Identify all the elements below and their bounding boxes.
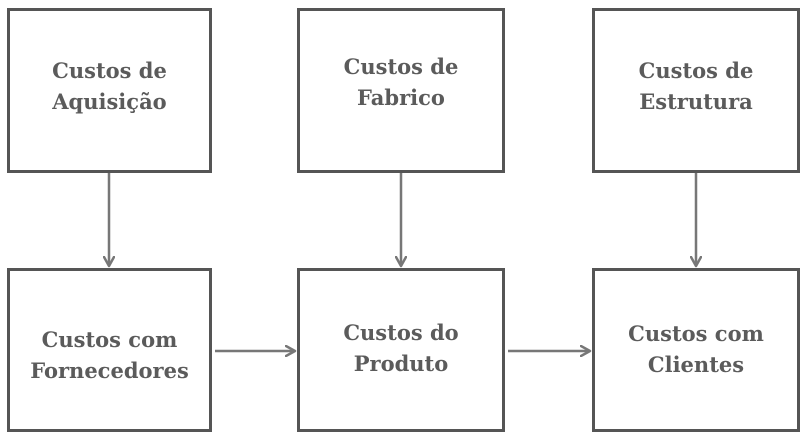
custos-estrutura-box: Custos de Estrutura: [592, 8, 800, 173]
custos-produto-box: Custos do Produto: [297, 268, 505, 432]
custos-produto-label: Custos do Produto: [343, 320, 459, 376]
custos-fabrico-label: Custos de Fabrico: [343, 53, 459, 110]
custos-clientes-box: Custos com Clientes: [592, 268, 800, 432]
custos-aquisicao-box: Custos de Aquisição: [7, 8, 212, 173]
custos-estrutura-label: Custos de Estrutura: [638, 57, 754, 114]
custos-fornecedores-box: Custos com Fornecedores: [7, 268, 212, 432]
custos-clientes-label: Custos com Clientes: [628, 321, 764, 377]
custos-fornecedores-label: Custos com Fornecedores: [30, 327, 189, 383]
custos-aquisicao-label: Custos de Aquisição: [52, 57, 167, 114]
custos-fabrico-box: Custos de Fabrico: [297, 8, 505, 173]
